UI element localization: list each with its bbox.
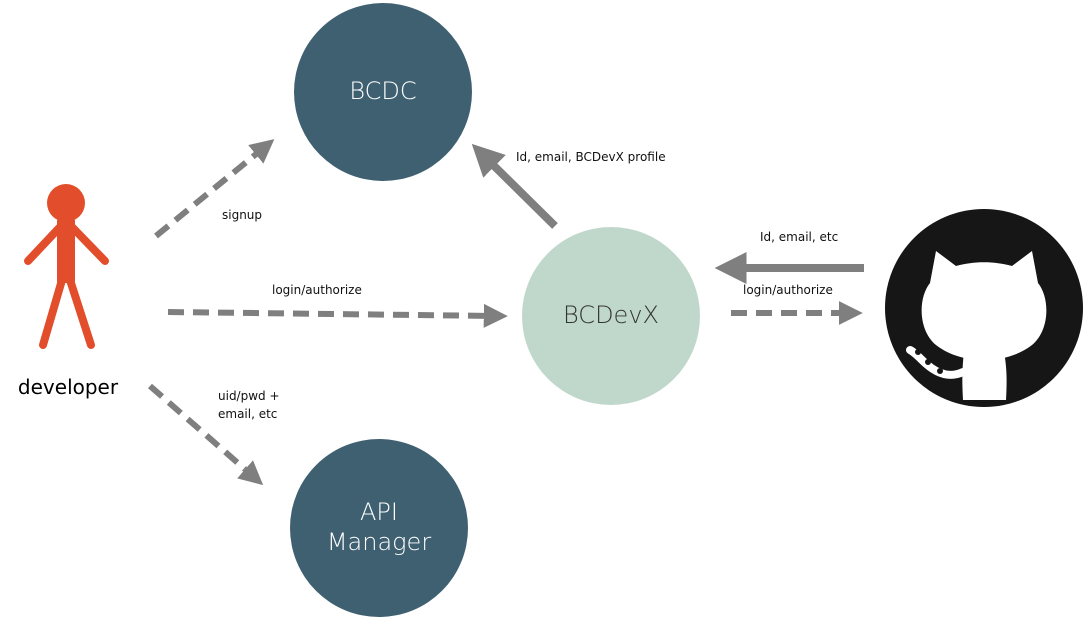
api-manager-label-line1: API — [360, 498, 398, 526]
developer-label: developer — [18, 375, 119, 399]
api-manager-label-line2: Manager — [327, 528, 432, 556]
stick-figure-icon — [24, 184, 109, 349]
profile-arrow — [471, 143, 558, 229]
uid-pwd-label-line2: email, etc — [218, 407, 277, 421]
bcdc-label: BCDC — [349, 77, 416, 105]
profile-label: Id, email, BCDevX profile — [516, 150, 666, 164]
github-data-label: Id, email, etc — [760, 230, 838, 244]
github-login-label: login/authorize — [743, 283, 833, 297]
signup-label: signup — [222, 208, 262, 222]
uid-pwd-label-line1: uid/pwd + — [218, 389, 280, 403]
dev-login-arrow — [167, 303, 508, 328]
api-manager-circle — [290, 439, 468, 617]
signup-arrow — [154, 139, 275, 239]
api-manager-node: API Manager — [290, 439, 468, 617]
github-octocat-icon — [885, 209, 1083, 407]
dev-login-label: login/authorize — [272, 283, 362, 297]
bcdevx-node: BCDevX — [522, 227, 700, 405]
bcdc-circle — [294, 3, 472, 181]
bcdevx-label: BCDevX — [563, 301, 659, 329]
bcdevx-circle — [522, 227, 700, 405]
bcdc-node: BCDC — [294, 3, 472, 181]
